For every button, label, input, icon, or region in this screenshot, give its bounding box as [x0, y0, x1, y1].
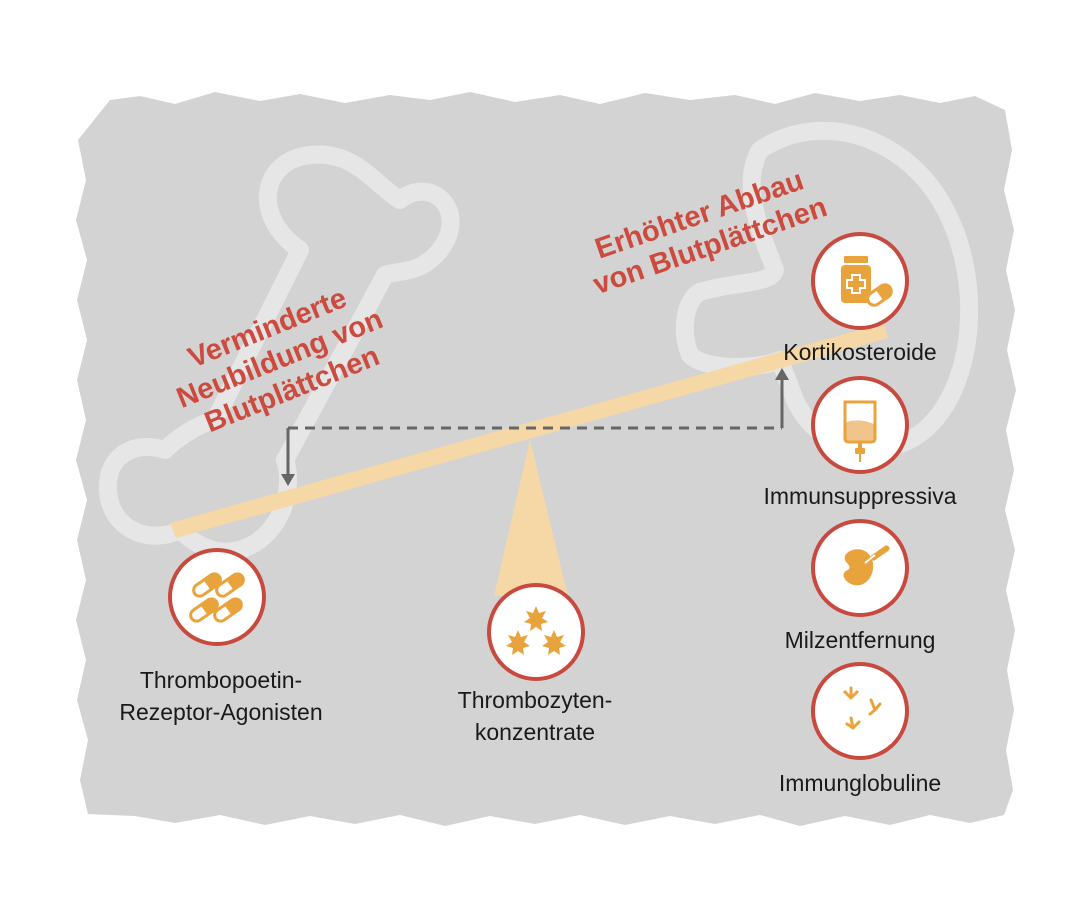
spleen-removal-icon [811, 519, 909, 617]
seesaw-plank [170, 323, 888, 538]
label-splenectomy: Milzentfernung [784, 627, 936, 653]
antibody-icon [811, 662, 909, 760]
label-corticosteroids: Kortikosteroide [783, 339, 937, 365]
pill-bottle-icon [811, 232, 909, 330]
platelets-icon [487, 583, 585, 681]
label-immunoglobulins: Immunglobuline [778, 770, 942, 796]
capsules-icon [168, 548, 266, 646]
label-line: Rezeptor-Agonisten [119, 699, 323, 725]
label-platelet-concentrates: Thrombozyten- konzentrate [410, 684, 660, 748]
label-line: konzentrate [474, 719, 596, 745]
up-arrow-head [775, 368, 789, 380]
seesaw-fulcrum [494, 440, 568, 596]
spleen-outline [675, 121, 979, 459]
label-immunosuppressants: Immunsuppressiva [763, 483, 957, 509]
infusion-bag-icon [811, 376, 909, 474]
label-line: Thrombopoetin- [139, 667, 303, 693]
down-arrow-head [281, 474, 295, 486]
label-line: Thrombozyten- [457, 687, 613, 713]
label-tpo-agonists: Thrombopoetin- Rezeptor-Agonisten [96, 664, 346, 728]
